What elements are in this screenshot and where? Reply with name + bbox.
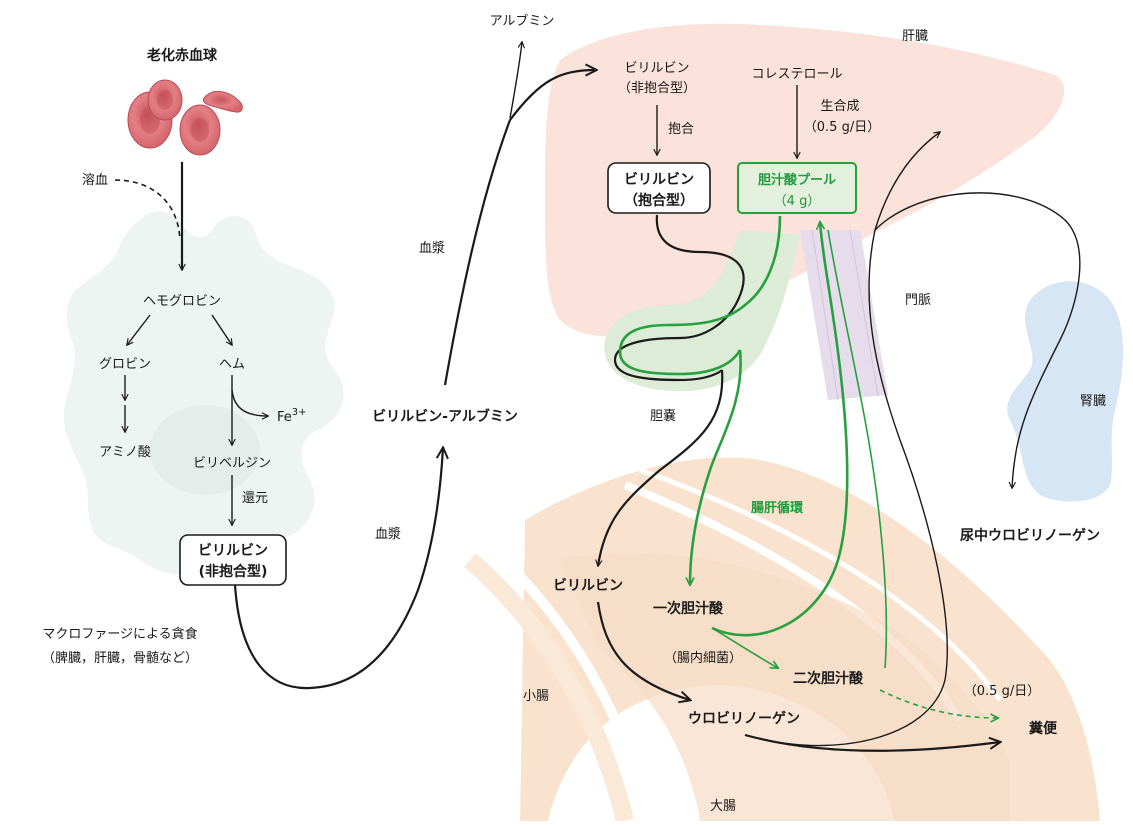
box-bile-acid-pool [737,162,857,214]
gallbladder-shape [604,230,800,392]
arrow-to-kidney [874,192,1081,488]
green-primary-to-pool [711,222,849,637]
intestine-wall-line [464,553,634,824]
green-secondary-to-pool [827,229,888,669]
label-conj-bilirubin-1: ビリルビン [624,172,694,188]
label-primary-bile-acid: 一次胆汁酸 [653,600,724,617]
arrow-urobilinogen-to-liver [744,132,948,747]
label-kidney: 腎臓 [1080,394,1106,409]
label-amino-acid: アミノ酸 [99,445,151,460]
label-gallbladder: 胆嚢 [650,408,676,424]
box-conjugated-bilirubin [607,162,711,214]
label-small-intestine: 小腸 [523,689,549,704]
label-feces: 糞便 [1028,720,1058,737]
intestine-wall-line [639,467,1003,702]
label-fe: Fe3+ [277,407,307,425]
macrophage-shape [63,211,344,576]
label-macrophage-1: マクロファージによる貪食 [42,626,197,642]
label-conj-bilirubin-2: （抱合型） [624,192,694,209]
label-large-intestine: 大腸 [710,799,736,814]
label-synthesis: 生合成 [820,99,859,114]
macrophage-nucleus [150,405,260,495]
box-unconjugated-bilirubin [179,534,287,586]
label-unconj-bilirubin-2: (非抱合型) [199,563,268,580]
label-biliverdin: ビリベルジン [193,456,271,471]
kidney-shape [1007,281,1124,502]
label-reduction: 還元 [242,491,268,506]
label-intestinal-bilirubin: ビリルビン [553,578,623,594]
label-gut-bacteria: （腸内細菌） [664,650,742,666]
green-gallbladder-to-primary [690,349,742,585]
label-urinary-urobilinogen: 尿中ウロビリノーゲン [960,527,1100,544]
label-macrophage-2: （脾臓，肝臓，骨髄など） [42,651,198,666]
label-plasma-upper: 血漿 [419,241,445,256]
label-excretion-rate: （0.5 g/日） [964,684,1040,699]
aged-red-blood-cells [127,79,243,156]
label-liver-bilirubin-2: （非抱合型） [618,80,696,96]
intestine-inner-fill [560,552,1010,821]
arrow-to-albumin [509,42,522,119]
label-heme: ヘム [219,357,245,372]
arrow-heme-to-fe [231,389,268,416]
label-cholesterol: コレステロール [751,67,842,82]
label-bilirubin-albumin: ビリルビン-アルブミン [372,408,518,425]
portal-vein-edge [849,229,879,397]
arrow-hemoglobin-to-globin [127,314,151,345]
green-primary-to-secondary [711,627,778,668]
arrow-duct-to-intestine [598,369,724,566]
arrow-bilirubin-to-plasma [233,448,443,690]
label-bile-acid-pool-2: （4 g） [774,194,821,209]
label-liver-bilirubin-1: ビリルビン [624,61,689,76]
label-liver: 肝臓 [902,29,928,44]
label-plasma-lower: 血漿 [375,527,401,542]
label-globin: グロビン [99,357,151,372]
arrow-hemolysis [114,179,181,241]
label-portal-vein: 門脈 [905,293,931,308]
label-synthesis-rate: （0.5 g/日） [804,120,880,135]
label-secondary-bile-acid: 二次胆汁酸 [793,670,864,687]
arrow-albumin-to-liver [443,70,596,386]
label-hemolysis: 溶血 [82,173,108,188]
label-albumin: アルブミン [490,13,555,29]
green-pool-to-gallbladder [618,215,782,376]
arrow-bilirubin-to-urobilinogen [596,601,690,700]
label-hemoglobin: ヘモグロビン [143,294,221,309]
label-enterohepatic: 腸肝循環 [751,500,804,516]
label-conjugation: 抱合 [668,121,694,137]
label-urobilinogen: ウロビリノーゲン [688,710,800,727]
label-bile-acid-pool-1: 胆汁酸プール [758,172,836,188]
label-aged-rbc: 老化赤血球 [147,47,218,64]
portal-vein-edge [811,229,839,401]
label-unconj-bilirubin-1: ビリルビン [198,543,268,559]
green-dashed-to-feces [879,689,998,718]
intestine-wall-line [484,541,655,823]
arrow-hemoglobin-to-heme [211,314,232,345]
black-duct-gallbladder [613,214,745,382]
